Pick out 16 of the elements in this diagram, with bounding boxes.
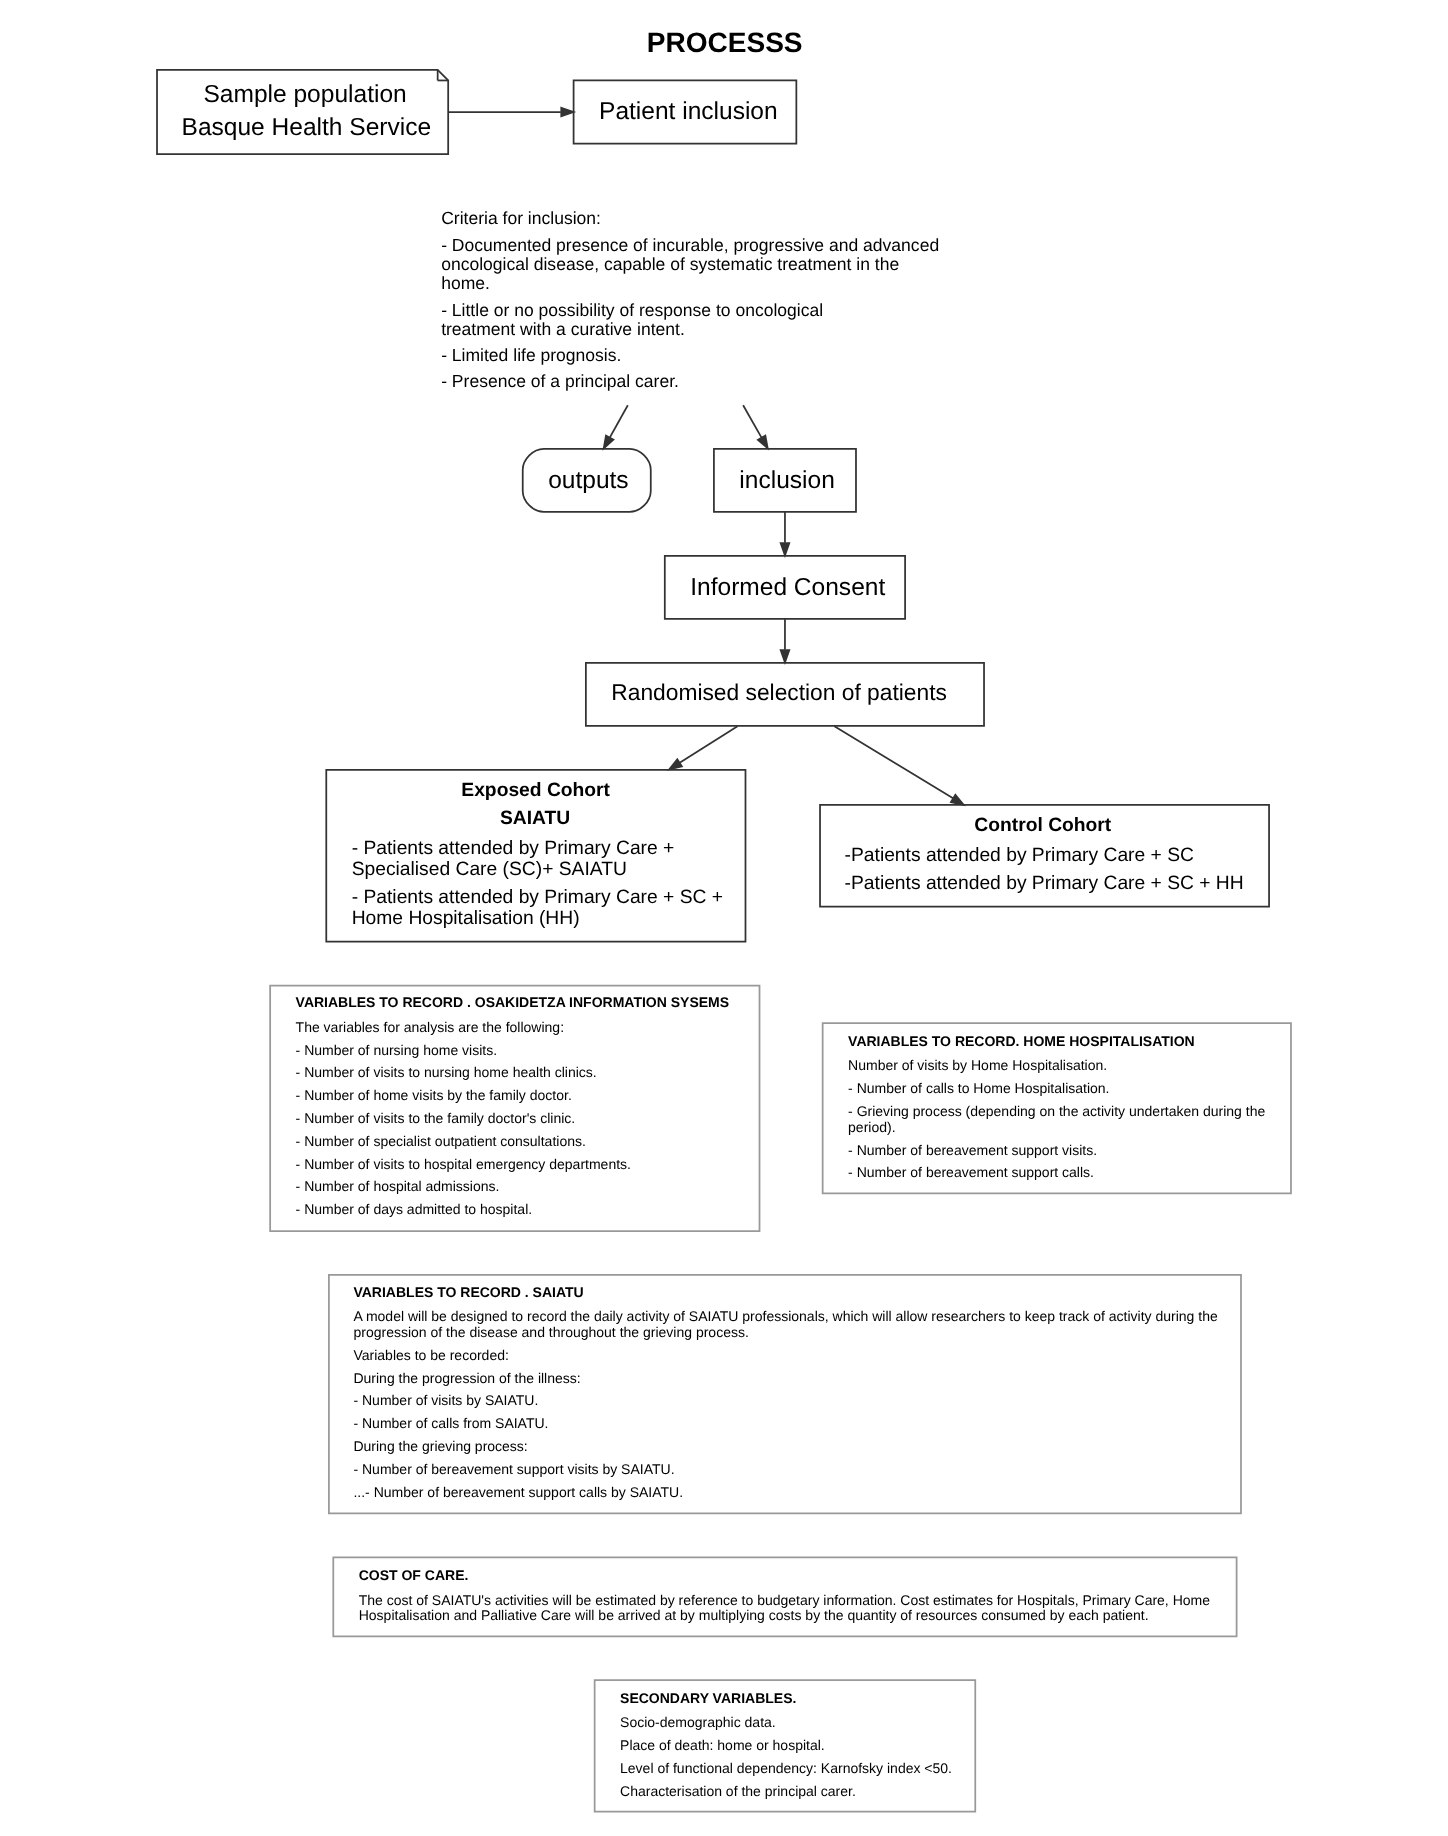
node-box: outputs bbox=[521, 447, 652, 513]
arrow bbox=[447, 106, 577, 118]
node-box: Patient inclusion bbox=[572, 79, 798, 145]
arrow bbox=[833, 725, 966, 807]
node-box: Randomised selection of patients bbox=[585, 661, 985, 727]
node-box: Control Cohort -Patients attended by Primary Care + SC -Patients attended by Primary Care + SC + HH bbox=[819, 804, 1270, 908]
node-box: Exposed Cohort SAIATU - Patients attended by Primary Care + Specialised Care (SC)+ SAIATU - Patients attended by Primary Care + SC + Home Hospitalisation (HH) bbox=[325, 768, 747, 943]
node-box: inclusion bbox=[713, 447, 857, 513]
node-text: Criteria for inclusion: - Documented presence of incurable, progressive and advanced oncological disease, capable of systematic treatment in the home. - Little or no possibility of response to oncological treatment with a curative intent. - Limited life prognosis. - Presence of a principal carer. bbox=[441, 208, 940, 392]
arrow bbox=[742, 404, 769, 451]
diagram-title: PROCESSS bbox=[646, 26, 803, 59]
arrow bbox=[779, 618, 791, 666]
arrow bbox=[779, 511, 791, 559]
arrow bbox=[602, 404, 629, 451]
node-box: Informed Consent bbox=[663, 554, 906, 620]
arrow bbox=[667, 725, 739, 771]
